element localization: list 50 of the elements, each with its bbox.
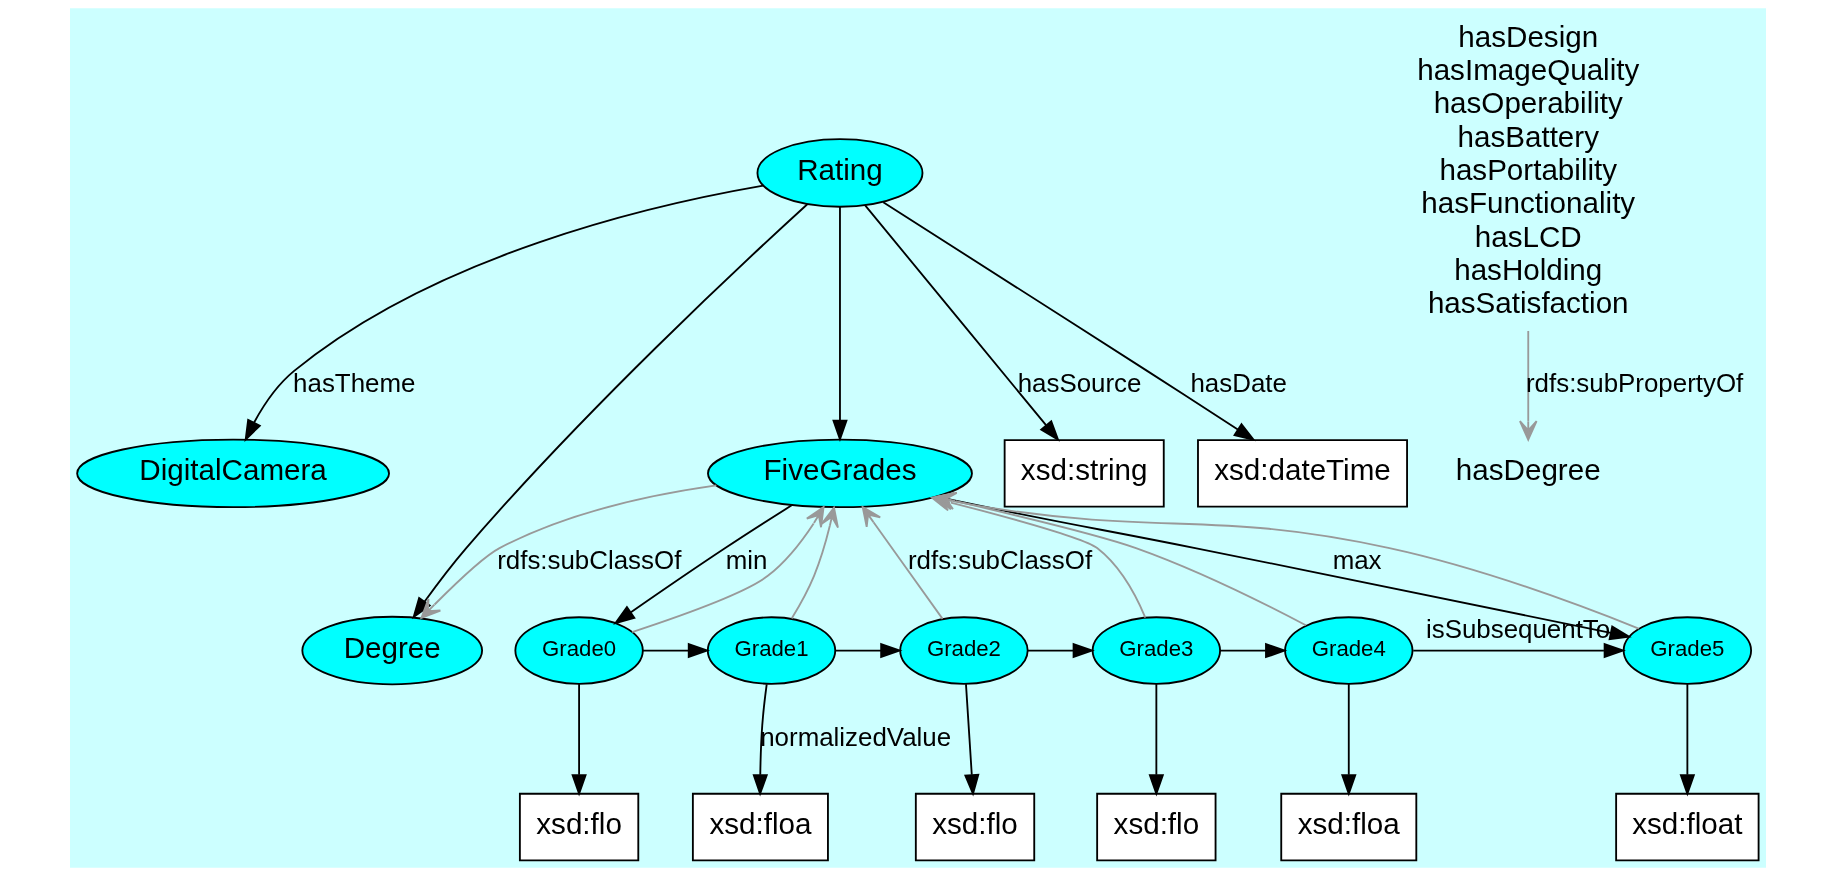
arrow: [630, 506, 824, 633]
edge-label: rdfs:subClassOf: [907, 545, 1092, 574]
arrow: [612, 504, 793, 625]
node-ellipse: Grade4: [1283, 616, 1413, 685]
node-ellipse: Grade5: [1622, 616, 1752, 685]
edge-label: normalizedValue: [759, 723, 951, 752]
arrow: [881, 201, 1256, 442]
node-box: xsd:floa: [1279, 792, 1417, 862]
edge-label: rdfs:subPropertyOf: [1525, 368, 1743, 397]
edge-label: min: [725, 545, 767, 574]
edge-label: isSubsequentTo: [1425, 614, 1610, 643]
node-ellipse: Grade1: [706, 616, 836, 685]
arrow: [833, 642, 902, 659]
arrow: [752, 683, 768, 797]
node-ellipse: Grade0: [513, 616, 644, 685]
arrow: [570, 683, 587, 797]
arrow: [1679, 683, 1695, 797]
node-box: xsd:flo: [914, 792, 1035, 862]
node-ellipse: DigitalCamera: [75, 438, 390, 509]
arrow: [1411, 642, 1626, 659]
node-box: xsd:float: [1614, 792, 1760, 862]
edge-label: hasDate: [1189, 368, 1287, 397]
node-ellipse: Degree: [300, 615, 483, 686]
arrow: [243, 184, 764, 442]
arrow: [1518, 330, 1537, 441]
node-ellipse: Grade2: [898, 616, 1029, 685]
node-ellipse: Rating: [756, 138, 923, 208]
arrow: [1026, 642, 1095, 659]
arrow: [861, 506, 943, 620]
edge-label: hasTheme: [292, 368, 415, 397]
arrow: [831, 206, 848, 443]
arrow: [1340, 683, 1357, 797]
edge-label: hasSource: [1017, 368, 1141, 397]
node-ellipse: Grade3: [1091, 616, 1221, 685]
node-box: xsd:flo: [1095, 792, 1216, 862]
node-box: xsd:dateTime: [1196, 439, 1408, 508]
arrow: [1148, 683, 1164, 797]
node-text: hasDegree: [1455, 453, 1601, 487]
arrow: [420, 484, 717, 619]
node-box: xsd:string: [1003, 439, 1165, 508]
arrow: [963, 683, 979, 797]
node-text: hasDesign hasImageQuality hasOperability hasBattery hasPortability hasFunctionality hasLCD hasHolding hasSatisfaction: [1416, 19, 1639, 320]
arrow: [641, 642, 710, 659]
arrow: [1218, 642, 1287, 659]
node-box: xsd:floa: [691, 792, 829, 862]
arrow: [790, 506, 839, 620]
edge-label: max: [1332, 545, 1382, 574]
node-box: xsd:flo: [518, 792, 639, 862]
arrow: [863, 204, 1060, 442]
edge-label: rdfs:subClassOf: [496, 545, 681, 574]
